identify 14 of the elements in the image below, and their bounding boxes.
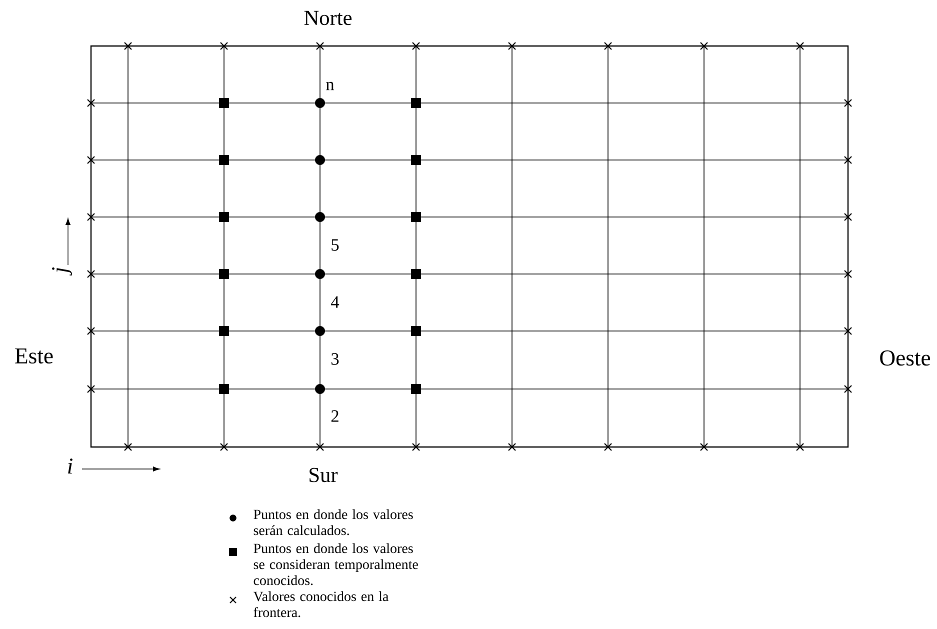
- axis-label: 3: [332, 353, 339, 365]
- legend-text: Valores conocidos en la frontera.: [253, 591, 388, 618]
- axis-label: i: [68, 458, 72, 474]
- legend-text: Puntos en donde los valores serán calculados.: [254, 509, 413, 536]
- axis-label: Norte: [304, 10, 352, 26]
- axis-label: Oeste: [880, 350, 930, 366]
- axis-label: j: [52, 267, 72, 276]
- axis-label: Este: [15, 348, 53, 364]
- axis-label: n: [326, 82, 334, 90]
- axis-label: 4: [331, 296, 340, 308]
- axis-label: 2: [331, 410, 338, 422]
- legend-text: Puntos en donde los valores se consideran temporalmente conocidos.: [254, 543, 418, 586]
- axis-label: 5: [332, 239, 339, 251]
- axis-label: Sur: [310, 468, 338, 482]
